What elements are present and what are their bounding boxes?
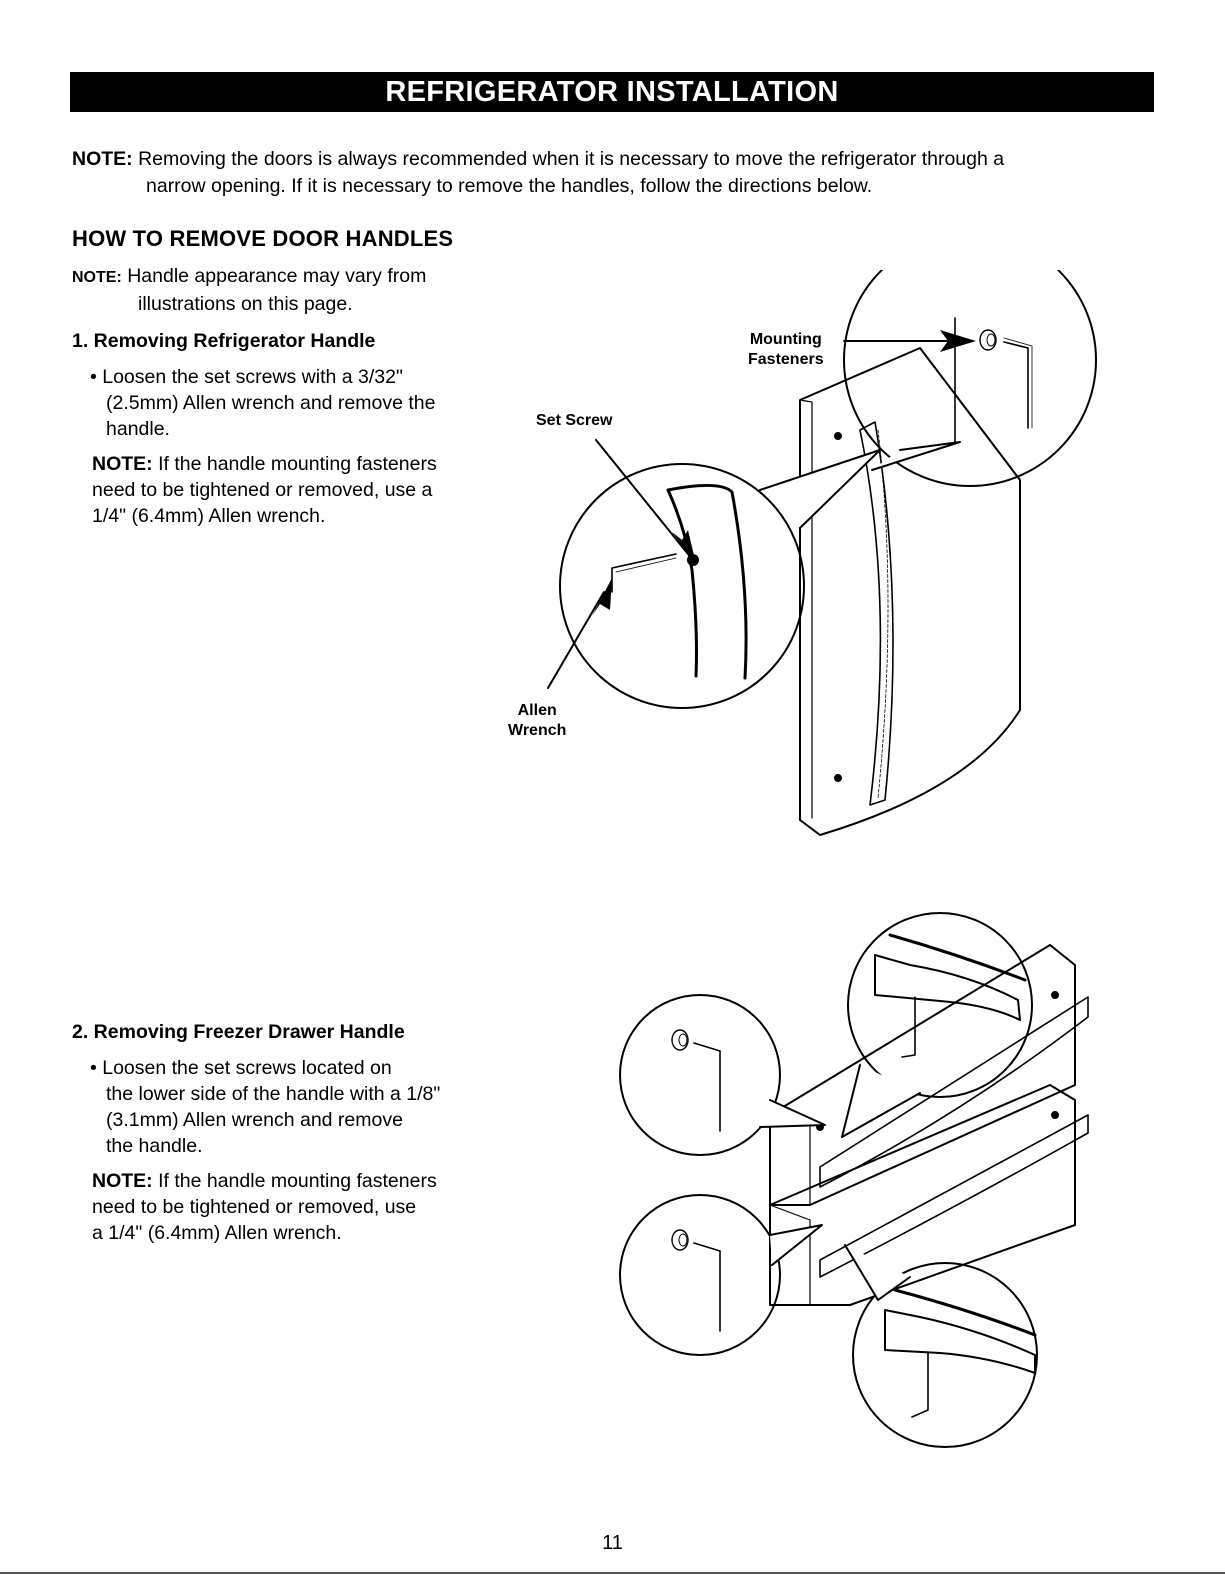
step2-title: 2. Removing Freezer Drawer Handle [72, 1021, 405, 1043]
intro-note: NOTE: Removing the doors is always recom… [72, 146, 1162, 200]
step2-bullet: • Loosen the set screws located on the l… [90, 1055, 510, 1159]
appearance-note-line1: Handle appearance may vary from [127, 265, 427, 287]
allen-label-line1: Allen [517, 702, 557, 719]
step2-note-line3: a 1/4" (6.4mm) Allen wrench. [92, 1222, 342, 1244]
mounting-fasteners-label: Mounting Fasteners [748, 330, 824, 370]
lower-drawer [769, 1084, 1076, 1306]
step1-note-line1: If the handle mounting fasteners [152, 453, 437, 475]
page-number: 11 [602, 1532, 623, 1554]
intro-note-label: NOTE: [72, 148, 133, 170]
allen-wrench-label: Allen Wrench [508, 701, 566, 741]
step2-bullet-line1: • Loosen the set screws located on [90, 1057, 392, 1079]
step2-bullet-line2: the lower side of the handle with a 1/8" [106, 1083, 441, 1105]
lower-handle-zoom-circle [852, 1262, 1038, 1448]
door-handle [859, 421, 894, 806]
mounting-label-line1: Mounting [749, 331, 822, 348]
step1-note: NOTE: If the handle mounting fasteners n… [92, 451, 512, 529]
step2-bullet-line4: the handle. [106, 1135, 203, 1157]
step2-note-line1: If the handle mounting fasteners [152, 1170, 437, 1192]
bottom-rule [0, 1572, 1225, 1574]
step1-bullet-line2: (2.5mm) Allen wrench and remove the [106, 392, 436, 414]
step1-note-line3: 1/4" (6.4mm) Allen wrench. [92, 505, 326, 527]
refrigerator-handle-illustration [547, 270, 1097, 836]
step2-note-line2: need to be tightened or removed, use [92, 1196, 417, 1218]
door-panel [799, 347, 1021, 836]
section-heading: HOW TO REMOVE DOOR HANDLES [72, 226, 454, 251]
lower-set-screw-zoom-circle [619, 1194, 781, 1356]
allen-label-line2: Wrench [508, 722, 567, 739]
step1-note-line2: need to be tightened or removed, use a [92, 479, 433, 501]
step2-bullet-line3: (3.1mm) Allen wrench and remove [106, 1109, 403, 1131]
step2-note-label: NOTE: [92, 1170, 153, 1192]
step1-bullet-line3: handle. [106, 418, 170, 440]
set-screw-zoom-circle [559, 463, 805, 709]
upper-handle-zoom-circle [847, 912, 1033, 1098]
step2-note: NOTE: If the handle mounting fasteners n… [92, 1168, 512, 1246]
lower-drawer-handle [819, 1114, 1089, 1278]
step1-note-label: NOTE: [92, 453, 153, 475]
set-screw-label: Set Screw [536, 412, 613, 429]
step1-bullet-line1: • Loosen the set screws with a 3/32" [90, 366, 403, 388]
step1-bullet: • Loosen the set screws with a 3/32" (2.… [90, 364, 510, 442]
intro-note-line2: narrow opening. If it is necessary to re… [146, 175, 873, 197]
appearance-note: NOTE: Handle appearance may vary from il… [72, 263, 512, 317]
page-banner-title: REFRIGERATOR INSTALLATION [70, 72, 1154, 112]
appearance-note-label: NOTE: [72, 269, 122, 286]
upper-set-screw-zoom-circle [619, 994, 781, 1156]
appearance-note-line2: illustrations on this page. [138, 293, 353, 315]
step1-title: 1. Removing Refrigerator Handle [72, 330, 376, 352]
intro-note-line1: Removing the doors is always recommended… [138, 148, 1005, 170]
mounting-label-line2: Fasteners [748, 351, 824, 368]
freezer-drawer-handle-illustration [619, 912, 1089, 1448]
mounting-fasteners-zoom-circle [843, 270, 1097, 487]
